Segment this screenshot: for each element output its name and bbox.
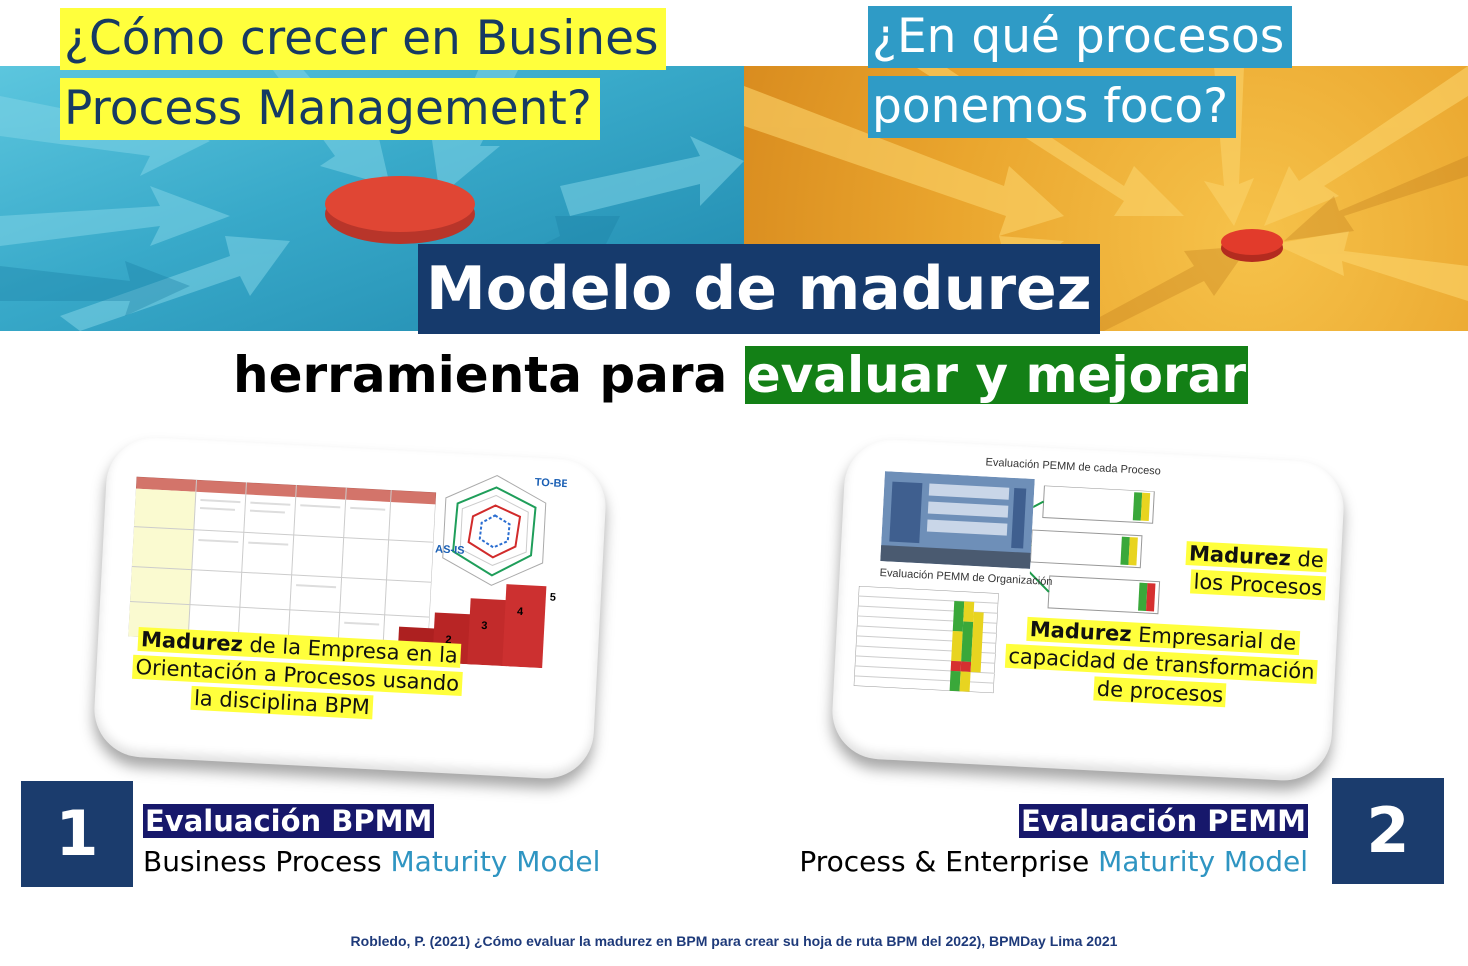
step-5: 5 [550, 591, 557, 603]
eval1-subtitle-plain: Business Process [143, 845, 391, 878]
left-question: ¿Cómo crecer en Busines Process Manageme… [60, 8, 667, 140]
radar-asis-label: AS-IS [435, 543, 465, 557]
right-question-line2: ponemos foco? [868, 76, 1237, 138]
callout1-bold: Madurez [1188, 541, 1292, 571]
eval2-subtitle-accent: Maturity Model [1098, 845, 1308, 878]
eval2-number-badge: 2 [1332, 778, 1444, 884]
subtitle-prefix: herramienta para [233, 346, 745, 404]
bpmm-caption: Madurez de la Empresa en la Orientación … [130, 625, 464, 726]
callout1-line2: los Procesos [1190, 569, 1326, 601]
process-evaluation-sheets [1027, 485, 1161, 615]
right-question: ¿En qué procesos ponemos foco? [868, 6, 1293, 138]
eval2-subtitle: Process & Enterprise Maturity Model [799, 842, 1308, 882]
bpmm-table-thumbnail [128, 476, 437, 653]
citation: Robledo, P. (2021) ¿Cómo evaluar la madu… [350, 933, 1118, 949]
organization-evaluation-grid [853, 585, 999, 694]
page-title: Modelo de madurez [418, 244, 1100, 334]
eval1-title-wrap: Evaluación BPMM [143, 800, 435, 842]
callout1-rest: de [1290, 546, 1325, 573]
pemm-card: Evaluación PEMM de cada Proceso Evaluaci… [829, 437, 1347, 783]
pemm-callout-enterprise: Madurez Empresarial de capacidad de tran… [1003, 614, 1319, 714]
radar-tobe-label: TO-BE [535, 477, 568, 491]
left-question-line2: Process Management? [60, 78, 600, 140]
process-map-thumbnail [880, 471, 1035, 569]
subtitle-highlight: evaluar y mejorar [744, 346, 1249, 404]
pemm-process-header: Evaluación PEMM de cada Proceso [985, 456, 1162, 478]
left-question-line1: ¿Cómo crecer en Busines [60, 8, 667, 70]
eval1-number-badge: 1 [21, 781, 133, 887]
eval2-title-wrap: Evaluación PEMM [1018, 800, 1308, 842]
bpmm-caption-bold: Madurez [140, 627, 244, 657]
bpmm-card: TO-BE AS-IS 1 2 3 4 5 Madurez de la Empr… [91, 435, 609, 781]
pemm-callout-processes: Madurez de los Procesos [1184, 539, 1328, 602]
step-3: 3 [481, 620, 488, 632]
eval1-subtitle-accent: Maturity Model [390, 845, 601, 878]
callout2-bold: Madurez [1029, 616, 1133, 647]
page-subtitle: herramienta para evaluar y mejorar [233, 334, 1249, 416]
eval1-subtitle: Business Process Maturity Model [143, 842, 600, 882]
callout2-line3: de procesos [1093, 676, 1227, 708]
eval2-title: Evaluación PEMM [1018, 804, 1308, 838]
maturity-radar-chart: TO-BE AS-IS [435, 474, 568, 586]
step-2: 2 [445, 634, 452, 646]
eval2-subtitle-plain: Process & Enterprise [799, 845, 1099, 878]
right-question-line1: ¿En qué procesos [868, 6, 1293, 68]
pemm-org-header: Evaluación PEMM de Organización [879, 567, 1053, 589]
eval1-title: Evaluación BPMM [143, 804, 435, 838]
step-4: 4 [517, 606, 525, 618]
